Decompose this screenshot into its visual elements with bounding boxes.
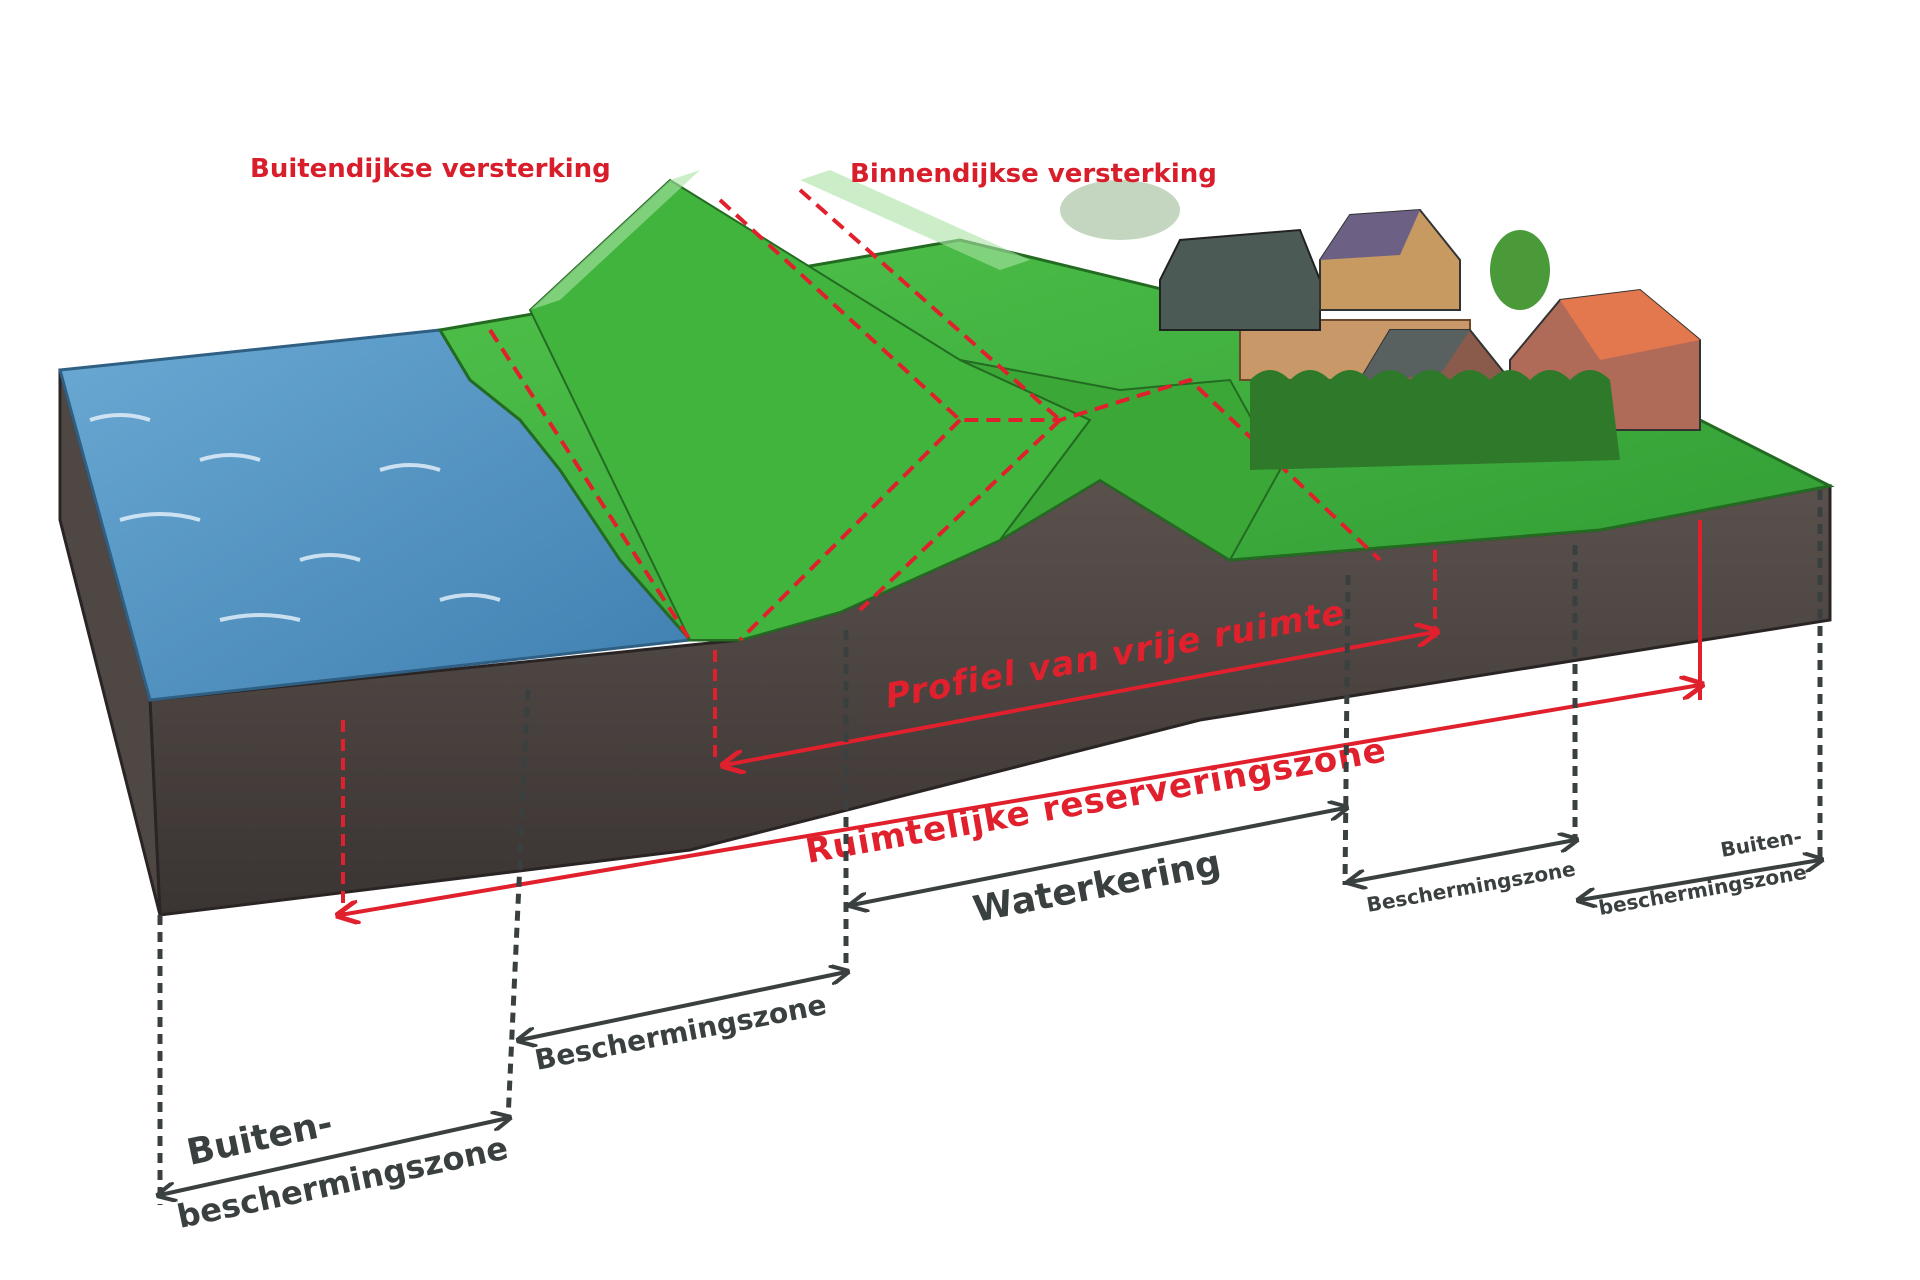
label-beschermingszone-left: Beschermingszone bbox=[532, 988, 829, 1077]
label-beschermingszone-right: Beschermingszone bbox=[1365, 857, 1578, 917]
label-buitendijkse-versterking: Buitendijkse versterking bbox=[250, 154, 611, 184]
label-buiten-right-1: Buiten- bbox=[1719, 824, 1804, 862]
beschermingszone-right-arrow bbox=[1350, 840, 1575, 882]
buiten-left-arrow bbox=[160, 1118, 508, 1195]
zone-arrows bbox=[160, 808, 1820, 1195]
buiten-right-arrow bbox=[1580, 860, 1820, 900]
village bbox=[1060, 180, 1701, 470]
beschermingszone-left-arrow bbox=[520, 972, 846, 1040]
waterkering-arrow bbox=[852, 808, 1345, 905]
label-buiten-left-1: Buiten- bbox=[183, 1103, 336, 1174]
dike-body bbox=[437, 170, 1835, 642]
label-buiten-right-2: beschermingszone bbox=[1597, 860, 1809, 920]
label-binnendijkse-versterking: Binnendijkse versterking bbox=[850, 159, 1217, 189]
